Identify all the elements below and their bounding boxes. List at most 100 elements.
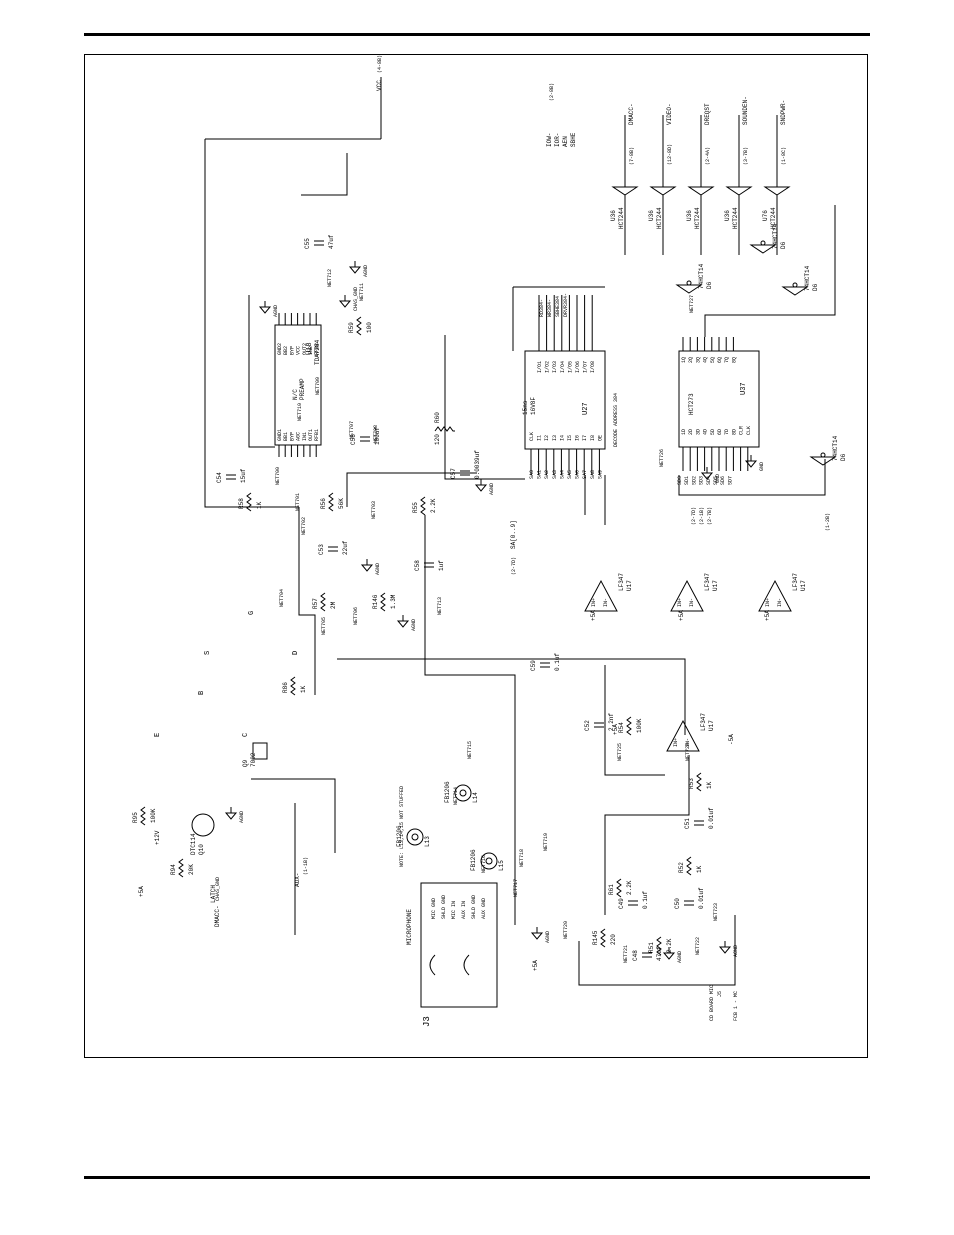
wire-c54: [204, 139, 299, 508]
resistor-ref: R95: [132, 812, 139, 823]
capacitor-value: 15uf: [240, 468, 247, 483]
resistor-value: 220: [610, 934, 617, 945]
opamp-pin: IN+: [673, 738, 679, 747]
u18-pin-left: AGC: [296, 432, 302, 441]
inverter-part: 74HCT14: [832, 435, 839, 461]
buffer-part: HCT244: [770, 207, 777, 229]
capacitor-ref: C58: [414, 560, 421, 571]
net-label: NET721: [623, 945, 629, 963]
opamp-ref: U17: [712, 580, 719, 591]
ground-symbol: [474, 479, 488, 492]
resistor-R145: [600, 928, 606, 948]
net-label: NET716: [481, 855, 487, 873]
wire-r53: [604, 755, 690, 915]
signal-iow: IOW-: [546, 133, 553, 147]
capacitor-value: 100uf: [374, 427, 381, 445]
resistor-ref: R146: [372, 594, 379, 609]
q9-pin-G: G: [248, 611, 256, 615]
ground-label: AGND: [733, 945, 739, 957]
ferrite-part: FB1206: [444, 781, 451, 803]
u37-pin-in: CLR: [739, 426, 745, 435]
ferrite-L13: [406, 828, 424, 846]
net-label: NET724: [685, 743, 691, 761]
wire-sa-bus: [444, 335, 525, 480]
wire-u37-out: [704, 205, 836, 337]
buffer-part: HCT244: [732, 207, 739, 229]
signal-5a: +5A: [612, 724, 619, 735]
inverter-bubble: [820, 452, 826, 458]
q9-part: 7002: [250, 752, 257, 767]
net-label: NET703: [371, 501, 377, 519]
resistor-ref: R59: [348, 322, 355, 333]
opamp-pin: IN-: [685, 738, 691, 747]
net-label: NET726: [659, 449, 665, 467]
u37-pin-out: 4Q: [703, 357, 709, 363]
signal-5a: +5A: [532, 960, 539, 971]
ground-symbol: [744, 455, 758, 468]
buffer-ref: U36: [724, 210, 731, 221]
resistor-value: 2.2K: [430, 498, 437, 513]
net-label: NET720: [563, 921, 569, 939]
connector-pin: SHLD GND: [441, 895, 447, 919]
ground-symbol: [662, 947, 676, 960]
u27-pin-out: I/O1: [537, 361, 543, 373]
inverter-ref: D6: [706, 281, 713, 289]
connector-pin: AUX GND: [481, 898, 487, 919]
signal-aux: AUX-: [294, 873, 301, 887]
signal-m5a: -5A: [728, 734, 735, 745]
connector-ref: J3: [422, 1016, 432, 1027]
ground-label: AGND: [545, 931, 551, 943]
capacitor-value: 0.0039uf: [474, 450, 481, 479]
u37-pin-in: 1D: [681, 429, 687, 435]
ground-label: AGND: [489, 483, 495, 495]
resistor-ref: R52: [678, 862, 685, 873]
wire-u18-agnd: [248, 295, 275, 448]
ferrite-L14: [454, 784, 472, 802]
capacitor-ref: C48: [632, 950, 639, 961]
ferrite-core: [485, 857, 493, 865]
resistor-R58: [246, 492, 252, 512]
u18-pin-left: RFB1: [314, 429, 320, 441]
resistor-value: 2.2K: [666, 938, 673, 953]
resistor-value: 1K: [706, 781, 713, 789]
u37-ref: U37: [740, 382, 748, 395]
resistor-value: 100: [366, 322, 373, 333]
opamp-part: LF347: [792, 573, 799, 591]
ic-u27: [524, 350, 606, 450]
opamp-pin: IN+: [765, 598, 771, 607]
signal-sd-sheet: (2-7D): [511, 557, 517, 575]
opamp-3: [666, 719, 700, 752]
signal-sd: SD4: [706, 476, 712, 485]
u37-pin-in: 8D: [731, 429, 737, 435]
resistor-value: 1K: [300, 685, 307, 693]
signal-isa-sheet: (2-8B): [549, 83, 555, 101]
net-label: NET713: [437, 597, 443, 615]
inverter-bubble: [792, 282, 798, 288]
signal-note: NOTE: L13,14,15 NOT STUFFED: [399, 786, 405, 867]
net-label: NET723: [713, 903, 719, 921]
buffer-net: SOUNDEN-: [742, 96, 749, 125]
ground-symbol: [348, 261, 362, 274]
inverter-bubble: [686, 280, 692, 286]
q9-ref: Q9: [242, 759, 249, 767]
resistor-R95: [140, 806, 146, 826]
resistor-R56: [328, 492, 334, 512]
u27-pin-out: I/O4: [560, 361, 566, 373]
u37-pin-in: 5D: [710, 429, 716, 435]
capacitor-ref: C52: [584, 720, 591, 731]
signal-sd: SD5: [713, 476, 719, 485]
buffer-sheet: (12-8D): [667, 144, 673, 165]
opamp-part: LF347: [700, 713, 707, 731]
u37-pin-in: 3D: [695, 429, 701, 435]
connector-j3: [420, 882, 498, 1008]
u37-pin-out: 7Q: [724, 357, 730, 363]
signal-sa: SA5: [567, 470, 573, 479]
wire-r86: [298, 507, 316, 695]
u27-ref: U27: [582, 402, 590, 415]
net-label: NET705: [321, 617, 327, 635]
wire-mic-chain: [578, 915, 736, 986]
buffer-part: HCT244: [656, 207, 663, 229]
u27-pin-in: CLK: [529, 432, 535, 441]
resistor-R52: [686, 856, 692, 876]
resistor-value: 1K: [256, 501, 263, 509]
